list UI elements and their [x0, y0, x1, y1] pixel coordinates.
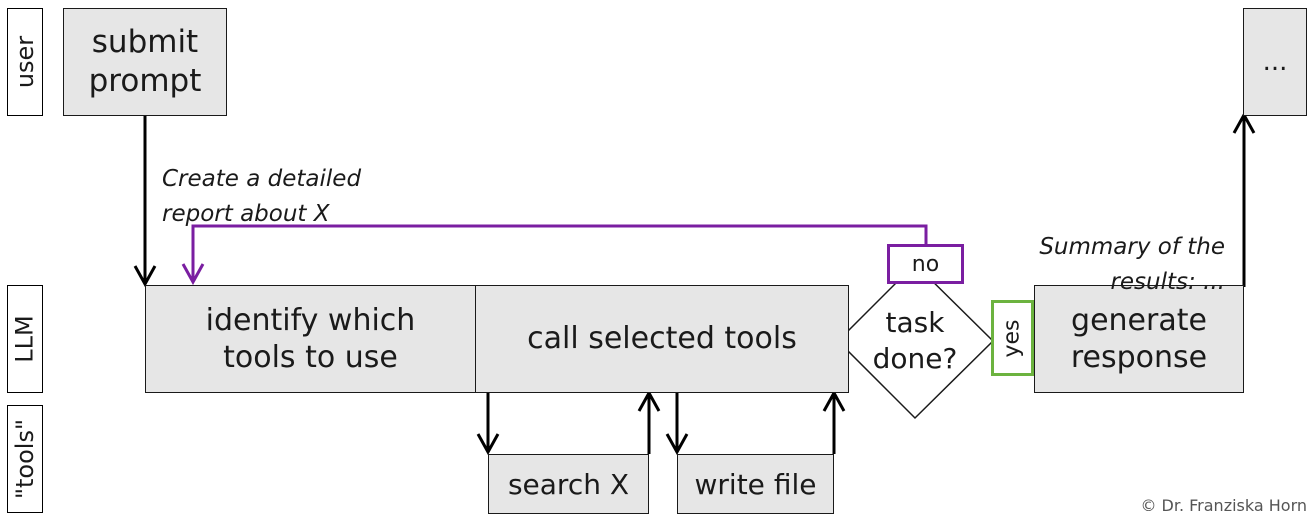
branch-yes-text: yes: [1000, 318, 1025, 358]
step-submit-prompt-text: submit prompt: [88, 24, 202, 99]
step-submit-prompt: submit prompt: [63, 8, 227, 116]
note-prompt-text: Create a detailed report about X: [162, 126, 361, 233]
step-identify-tools-text: identify which tools to use: [205, 302, 416, 376]
arrowhead-submit-to-identify: [133, 265, 157, 288]
branch-no-label: no: [887, 244, 964, 284]
tool-search-x-text: search X: [507, 467, 630, 501]
decision-text-box: task done?: [858, 296, 972, 386]
note-summary-text: Summary of the results: ...: [1039, 194, 1225, 301]
lane-llm: LLM: [7, 285, 43, 393]
loop-no-arrowhead: [181, 263, 205, 286]
step-generate-response-text: generate response: [1070, 302, 1208, 376]
tool-write-file: write file: [677, 454, 834, 514]
lane-user: user: [7, 8, 43, 116]
arrowhead-call-to-write: [665, 433, 689, 456]
copyright-notice: © Dr. Franziska Horn: [1140, 496, 1307, 515]
decision-diamond: [836, 262, 995, 420]
decision-text: task done?: [872, 305, 958, 375]
loop-no-path: [191, 224, 928, 280]
step-generate-response: generate response: [1034, 285, 1244, 393]
note-summary: Summary of the results: ...: [1039, 233, 1225, 296]
arrowhead-write-to-call: [822, 389, 846, 412]
arrowhead-search-to-call: [637, 389, 661, 412]
step-identify-tools: identify which tools to use: [145, 285, 476, 393]
branch-yes-label: yes: [991, 300, 1034, 376]
step-call-tools-text: call selected tools: [527, 321, 797, 357]
tool-write-file-text: write file: [694, 467, 817, 501]
step-call-tools: call selected tools: [475, 285, 849, 393]
tool-search-x: search X: [488, 454, 649, 514]
step-next-text: ...: [1262, 46, 1288, 77]
lane-tools: "tools": [7, 405, 43, 513]
arrowhead-call-to-search: [476, 433, 500, 456]
branch-no-text: no: [911, 251, 940, 277]
note-prompt: Create a detailed report about X: [162, 165, 362, 228]
step-next: ...: [1243, 8, 1307, 116]
